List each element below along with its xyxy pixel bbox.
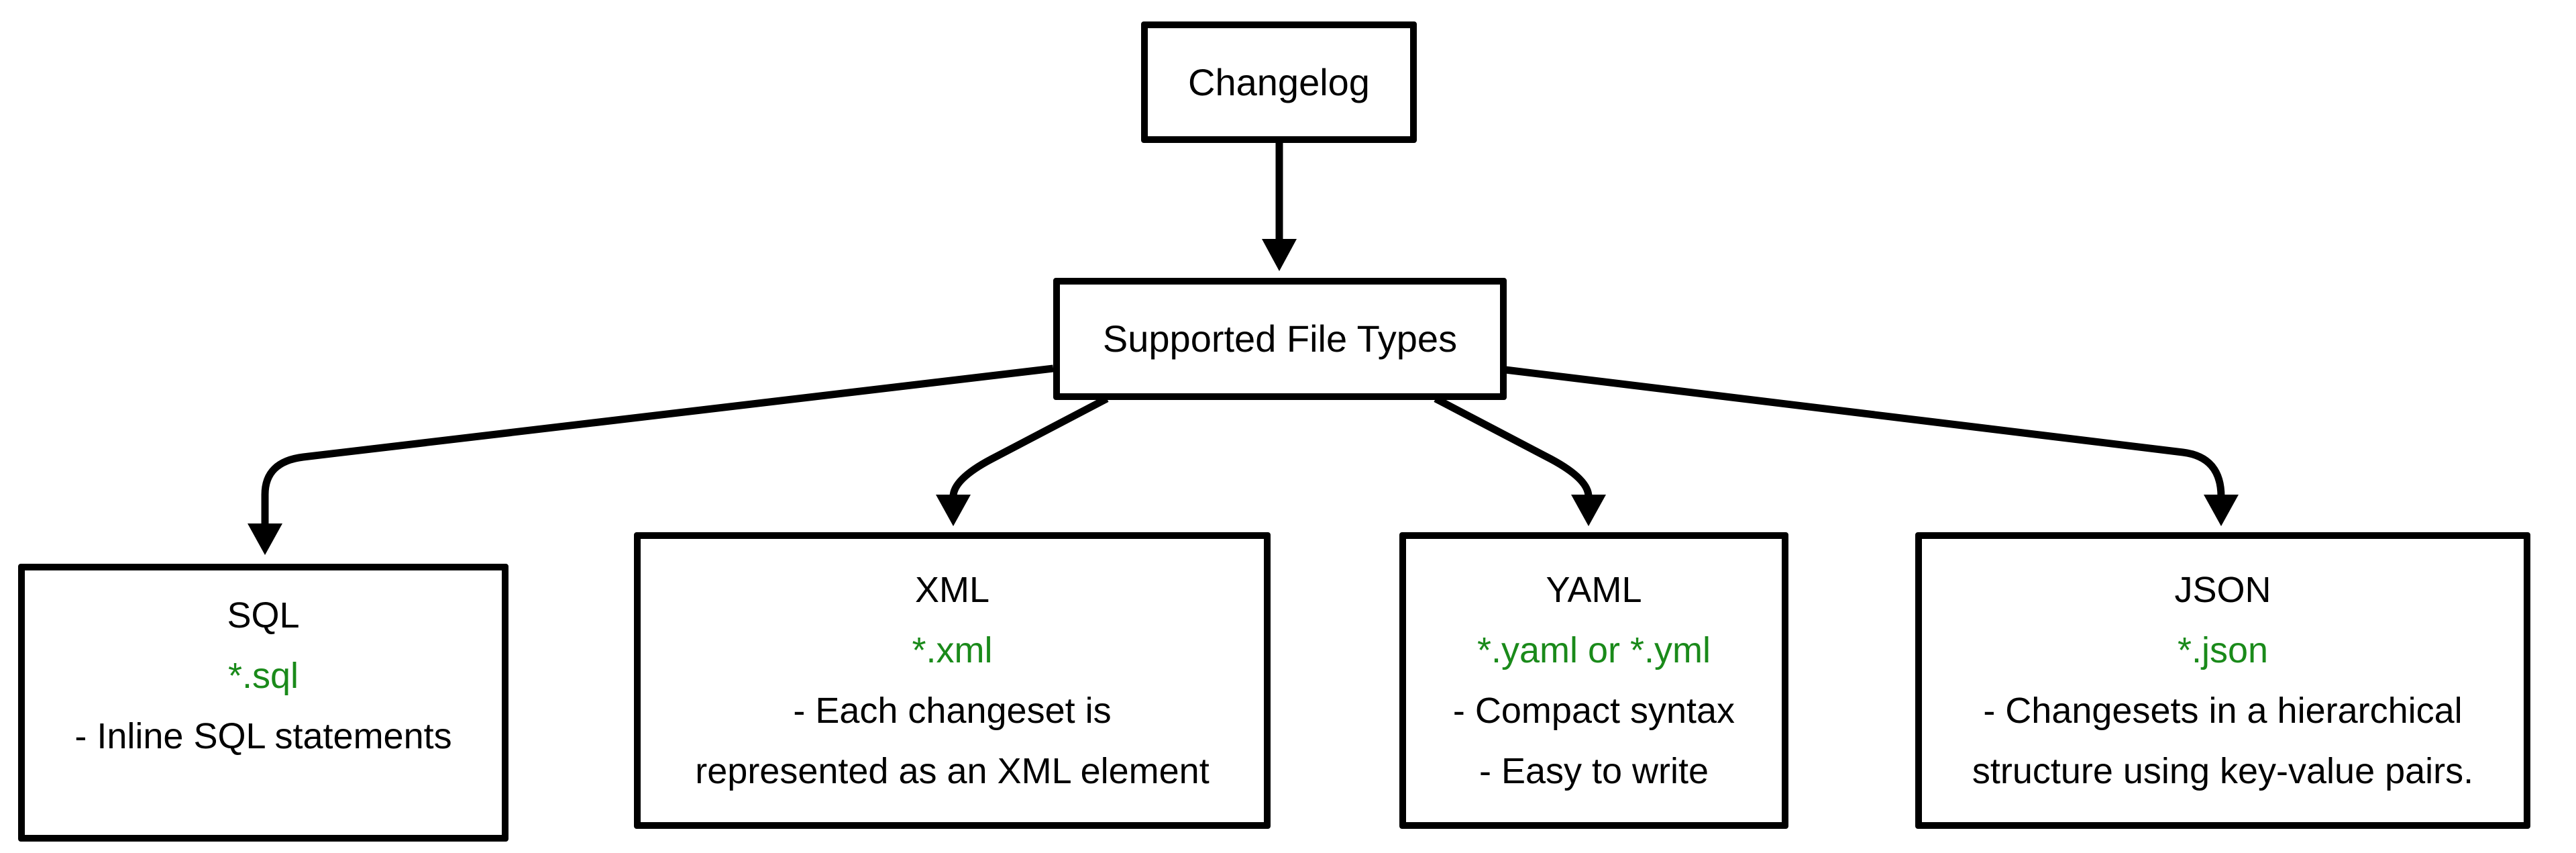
arrow-head-sql — [248, 523, 282, 555]
node-yaml-description-line: - Compact syntax — [1452, 691, 1735, 731]
node-xml-file-pattern: *.xml — [912, 630, 993, 670]
node-yaml-description-line: - Easy to write — [1479, 751, 1709, 791]
node-json-description-line: - Changesets in a hierarchical — [1983, 691, 2463, 731]
node-changelog: Changelog — [1141, 21, 1417, 143]
arrow-hub-to-json — [1505, 366, 2225, 497]
node-xml-description-line: - Each changeset is — [793, 691, 1112, 731]
node-sql-description-line: - Inline SQL statements — [74, 716, 452, 756]
node-sql-title: SQL — [227, 595, 300, 636]
node-json-description-line: structure using key-value pairs. — [1972, 751, 2474, 791]
node-yaml: YAML *.yaml or *.yml - Compact syntax - … — [1399, 532, 1788, 829]
arrow-head-yaml — [1571, 495, 1606, 526]
node-yaml-title: YAML — [1546, 570, 1642, 610]
node-json-file-pattern: *.json — [2177, 630, 2269, 670]
arrow-head-json — [2204, 495, 2239, 526]
arrow-hub-to-yaml — [1434, 395, 1593, 497]
node-changelog-label: Changelog — [1188, 60, 1370, 103]
node-supported-file-types-label: Supported File Types — [1102, 317, 1458, 360]
arrow-hub-to-sql — [261, 364, 1054, 525]
node-json-title: JSON — [2174, 570, 2271, 610]
node-json: JSON *.json - Changesets in a hierarchic… — [1915, 532, 2530, 829]
node-sql-file-pattern: *.sql — [227, 656, 299, 696]
node-supported-file-types: Supported File Types — [1053, 278, 1507, 400]
node-sql: SQL *.sql - Inline SQL statements — [18, 564, 508, 842]
node-xml-description-line: represented as an XML element — [695, 751, 1210, 791]
arrow-hub-to-xml — [949, 395, 1109, 497]
node-xml: XML *.xml - Each changeset is represente… — [634, 532, 1271, 829]
arrow-head-hub — [1262, 239, 1297, 271]
node-yaml-file-pattern: *.yaml or *.yml — [1477, 630, 1711, 670]
node-xml-title: XML — [914, 570, 990, 610]
arrow-head-xml — [936, 495, 971, 526]
